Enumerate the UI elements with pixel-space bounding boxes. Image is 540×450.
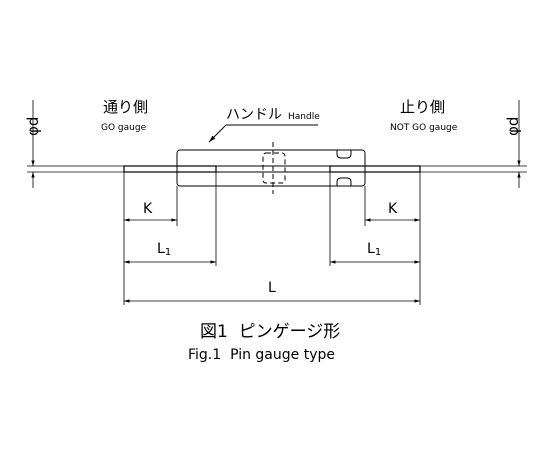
phi-d-right-label: φd [504, 117, 522, 136]
handle-jp-label: ハンドル [226, 107, 282, 123]
handle-center-hidden-detail [262, 152, 286, 184]
l1-right-subscript: 1 [375, 247, 381, 258]
go-gauge-jp-label: 通り側 [103, 98, 148, 116]
l-total-label: L [268, 280, 276, 296]
handle-groove-top [336, 150, 352, 159]
go-gauge-en-label: GO gauge [101, 123, 147, 133]
l1-left-label: L1 [157, 241, 171, 258]
l1-right-label: L1 [367, 241, 381, 258]
handle-groove-bottom [336, 177, 352, 186]
handle-leader-line [208, 124, 227, 143]
k-right-label: K [388, 201, 398, 217]
l1-left-letter: L [157, 241, 165, 257]
caption-en: Fig.1 Pin gauge type [188, 347, 335, 363]
handle-body [176, 149, 366, 187]
handle-en-label: Handle [288, 112, 320, 122]
not-go-gauge-jp-label: 止り側 [400, 98, 445, 116]
caption-jp: 図1 ピンゲージ形 [200, 322, 340, 342]
not-go-gauge-en-label: NOT GO gauge [390, 123, 458, 133]
not-go-pin [329, 165, 421, 173]
l1-left-subscript: 1 [165, 247, 171, 258]
k-left-label: K [143, 201, 153, 217]
l1-right-letter: L [367, 241, 375, 257]
go-pin [123, 165, 217, 173]
